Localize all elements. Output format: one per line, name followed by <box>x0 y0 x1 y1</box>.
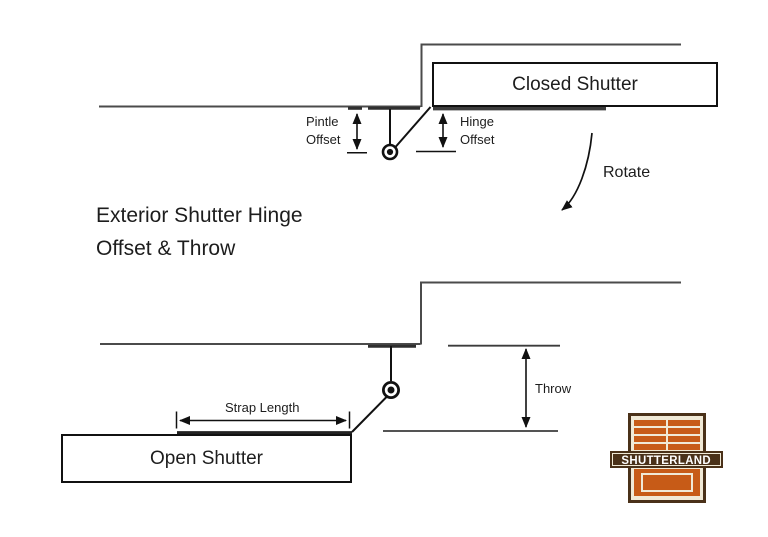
hinge-strap-diagonal-bottom <box>351 396 388 433</box>
shutterland-brand-text: SHUTTERLAND <box>621 452 712 467</box>
closed-shutter-label: Closed Shutter <box>512 73 638 95</box>
shutterland-banner-frame: SHUTTERLAND <box>612 452 721 467</box>
hinge-pivot-center-bottom <box>387 386 395 394</box>
pintle-offset-label-line2: Offset <box>306 132 341 147</box>
open-shutter-label: Open Shutter <box>149 447 264 469</box>
rotate-arrow <box>561 132 593 211</box>
pintle-pivot-center <box>386 148 394 156</box>
diagram-title-line1: Exterior Shutter Hinge <box>96 204 303 227</box>
shutter-logo-bottom-panel <box>634 469 700 496</box>
hinge-offset-label: Hinge Offset <box>460 113 494 149</box>
strap-length-label: Strap Length <box>225 400 300 415</box>
shutter-logo-slats <box>634 420 700 450</box>
pintle-offset-label-line1: Pintle <box>306 114 339 129</box>
shutter-logo-panel-inset <box>641 473 693 492</box>
diagram-title: Exterior Shutter Hinge Offset & Throw <box>96 199 303 265</box>
shutterland-banner: SHUTTERLAND <box>610 451 723 468</box>
hinge-strap-diagonal-top <box>394 106 432 148</box>
hinge-offset-label-line1: Hinge <box>460 114 494 129</box>
shutterland-logo: SHUTTERLAND <box>610 413 723 503</box>
pintle-offset-label: Pintle Offset <box>306 113 340 149</box>
wall-step-top <box>420 43 681 107</box>
rotate-label: Rotate <box>603 164 651 181</box>
open-shutter-box: Open Shutter <box>61 434 352 483</box>
hinge-offset-label-line2: Offset <box>460 132 495 147</box>
wall-step-bottom <box>420 281 681 345</box>
diagram-title-line2: Offset & Throw <box>96 237 236 260</box>
closed-shutter-box: Closed Shutter <box>432 62 718 107</box>
throw-label: Throw <box>535 381 572 396</box>
